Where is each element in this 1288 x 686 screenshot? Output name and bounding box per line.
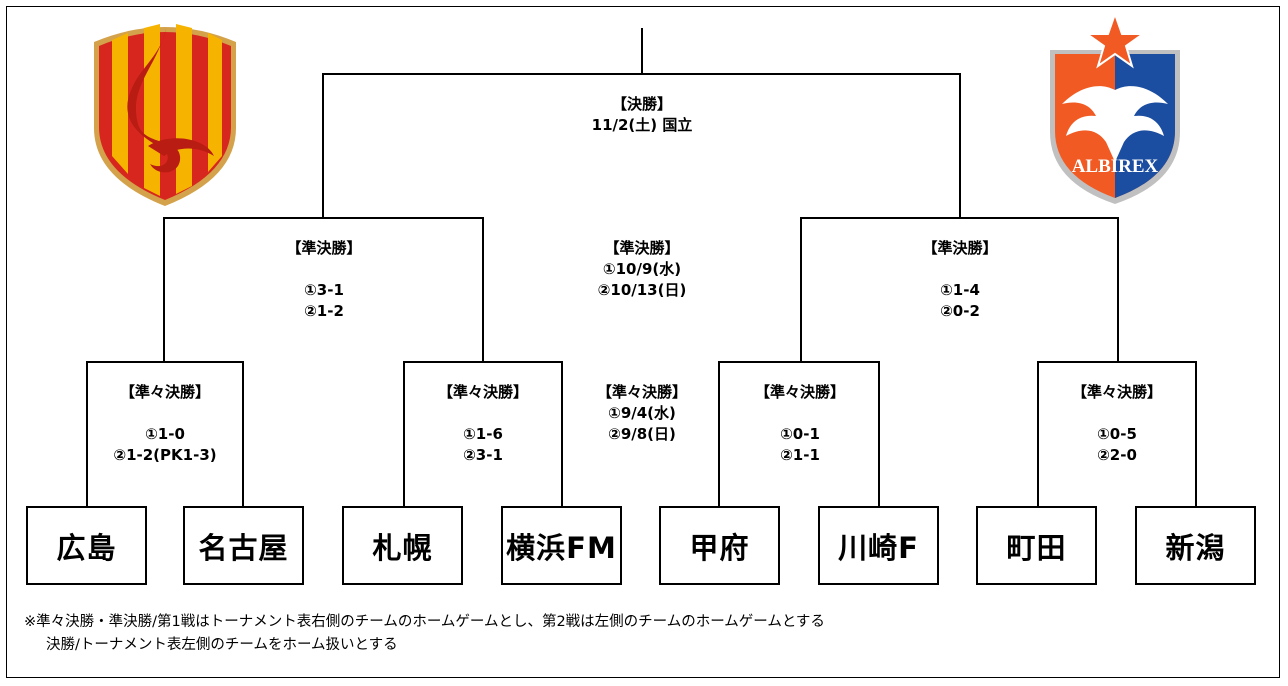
semifinal-left-leg2: ②1-2	[304, 302, 344, 320]
quarterfinal-2-label: 【準々決勝】 ①1-6 ②3-1	[438, 382, 528, 466]
semifinal-right-title: 【準決勝】	[922, 239, 998, 257]
note-home-rule: ※準々決勝・準決勝/第1戦はトーナメント表右側のチームのホームゲームとし、第2戦…	[24, 614, 825, 630]
team-box-hiroshima: 広島	[26, 506, 147, 585]
semifinal-left-label: 【準決勝】 ①3-1 ②1-2	[286, 238, 361, 322]
quarterfinal-2-leg2: ②3-1	[463, 446, 503, 464]
quarterfinal-3-label: 【準々決勝】 ①0-1 ②1-1	[755, 382, 845, 466]
quarterfinal-4-label: 【準々決勝】 ①0-5 ②2-0	[1072, 382, 1162, 466]
albirex-wordmark: ALBIREX	[1072, 156, 1159, 177]
quarterfinal-3-leg1: ①0-1	[780, 425, 820, 443]
quarterfinal-center-leg2: ②9/8(日)	[608, 425, 676, 443]
team-box-kawasaki-f: 川崎F	[818, 506, 939, 585]
quarterfinal-3-leg2: ②1-1	[780, 446, 820, 464]
quarterfinal-center-title: 【準々決勝】	[596, 383, 688, 401]
semifinal-left-leg1: ①3-1	[304, 281, 344, 299]
quarterfinal-1-leg1: ①1-0	[145, 425, 185, 443]
quarterfinal-1-title: 【準々決勝】	[119, 383, 211, 401]
quarterfinal-center-label: 【準々決勝】 ①9/4(水) ②9/8(日)	[597, 382, 687, 445]
semifinal-right-leg1: ①1-4	[940, 281, 980, 299]
bracket-frame	[6, 6, 1280, 678]
final-date: 11/2(土) 国立	[591, 116, 693, 134]
semifinal-right-label: 【準決勝】 ①1-4 ②0-2	[922, 238, 997, 322]
nagoya-grampus-crest	[94, 24, 236, 206]
semifinal-center-leg1: ①10/9(水)	[602, 260, 682, 278]
semifinal-right-leg2: ②0-2	[940, 302, 980, 320]
quarterfinal-4-leg2: ②2-0	[1097, 446, 1137, 464]
quarterfinal-1-label: 【準々決勝】 ①1-0 ②1-2(PK1-3)	[113, 382, 216, 466]
semifinal-left-title: 【準決勝】	[286, 239, 362, 257]
team-box-sapporo: 札幌	[342, 506, 463, 585]
team-box-nagoya: 名古屋	[183, 506, 304, 585]
quarterfinal-3-title: 【準々決勝】	[754, 383, 846, 401]
final-title: 【決勝】	[611, 95, 673, 113]
team-box-yokohama-fm: 横浜FM	[501, 506, 622, 585]
semifinal-center-leg2: ②10/13(日)	[597, 281, 687, 299]
quarterfinal-center-leg1: ①9/4(水)	[608, 404, 676, 422]
semifinal-center-label: 【準決勝】 ①10/9(水) ②10/13(日)	[598, 238, 687, 301]
note-final-rule: 決勝/トーナメント表左側のチームをホーム扱いとする	[46, 637, 398, 653]
quarterfinal-4-leg1: ①0-5	[1097, 425, 1137, 443]
quarterfinal-1-leg2: ②1-2(PK1-3)	[113, 446, 217, 464]
albirex-niigata-crest: ALBIREX	[1050, 12, 1180, 204]
quarterfinal-4-title: 【準々決勝】	[1071, 383, 1163, 401]
quarterfinal-2-title: 【準々決勝】	[437, 383, 529, 401]
semifinal-center-title: 【準決勝】	[604, 239, 680, 257]
quarterfinal-2-leg1: ①1-6	[463, 425, 503, 443]
team-box-machida: 町田	[976, 506, 1097, 585]
team-box-kofu: 甲府	[659, 506, 780, 585]
final-label: 【決勝】 11/2(土) 国立	[592, 94, 693, 136]
team-box-niigata: 新潟	[1135, 506, 1256, 585]
